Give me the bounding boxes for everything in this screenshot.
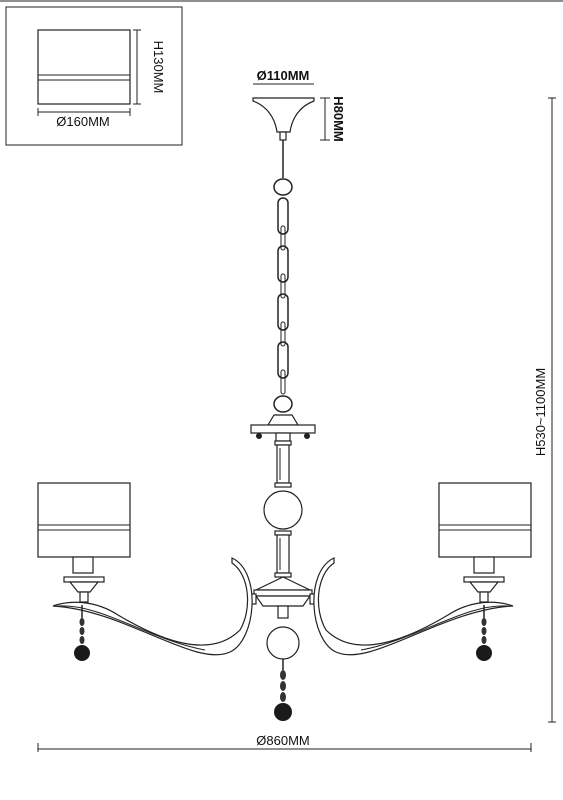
left-crystal-ball: [74, 645, 90, 661]
chain-link-6: [280, 321, 286, 347]
ceiling-canopy: Ø110MM H80MM: [252, 68, 346, 142]
right-crystal-ball: [476, 645, 492, 661]
overall-height-dimension: H530~1100MM: [533, 97, 556, 723]
shade-detail-inset: H130MM Ø160MM: [5, 6, 183, 146]
canopy-diameter-label: Ø110MM: [257, 68, 310, 83]
right-arm: [313, 482, 532, 661]
top-plate-screw-left: [256, 433, 262, 439]
inset-height-label: H130MM: [151, 41, 166, 94]
central-stem: [249, 414, 317, 721]
inset-diameter-label: Ø160MM: [56, 114, 109, 129]
center-pendant-bead-2: [280, 681, 286, 691]
right-pendant-bead-3: [481, 636, 487, 644]
right-pendant-bead-2: [481, 627, 487, 635]
hub-top: [255, 576, 311, 591]
left-bobeche: [63, 576, 105, 583]
right-lampshade: [438, 482, 532, 558]
canopy-stem: [279, 131, 287, 141]
chain-link-4: [280, 273, 286, 299]
left-socket: [72, 556, 94, 574]
upper-tube-collar-bottom: [274, 482, 292, 488]
left-pendant-bead-2: [79, 627, 85, 635]
left-arm-inner-line: [57, 605, 206, 651]
left-arm-joint: [79, 591, 89, 603]
center-crystal-ball: [274, 703, 292, 721]
upper-glass-sphere: [263, 490, 303, 530]
top-plate-screw-right: [304, 433, 310, 439]
left-pendant-bead-1: [79, 618, 85, 626]
right-bobeche: [463, 576, 505, 583]
upper-tube: [276, 444, 290, 484]
top-plate: [250, 424, 316, 434]
overall-height-label: H530~1100MM: [533, 368, 548, 456]
right-arm-joint: [479, 591, 489, 603]
center-pendant-bead-1: [280, 670, 286, 680]
overall-diameter-dimension: Ø860MM: [37, 733, 532, 752]
overall-diameter-label: Ø860MM: [256, 733, 309, 748]
chain-link-1: [277, 197, 289, 235]
canopy-body: [252, 97, 315, 133]
right-arm-curve: [313, 557, 514, 656]
top-collar: [275, 432, 291, 442]
lower-tube: [276, 534, 290, 574]
chain-ring-top: [273, 178, 293, 196]
right-cup: [468, 581, 500, 593]
chain-link-7: [277, 341, 289, 379]
left-pendant-bead-3: [79, 636, 85, 644]
right-socket: [473, 556, 495, 574]
left-arm: [37, 482, 253, 661]
right-pendant-bead-1: [481, 618, 487, 626]
right-arm-inner-line: [360, 605, 509, 651]
chain-link-5: [277, 293, 289, 331]
hub-ring: [253, 589, 313, 597]
chain-link-8: [280, 369, 286, 395]
left-arm-curve: [52, 557, 253, 656]
hub-base: [254, 595, 312, 607]
center-pendant-bead-3: [280, 692, 286, 702]
hub-lower-collar: [277, 605, 289, 619]
suspension-chain: [273, 140, 293, 413]
left-lampshade: [37, 482, 131, 558]
upper-tube-collar-top: [274, 440, 292, 446]
chain-ring-bottom: [273, 395, 293, 413]
chain-link-2: [280, 225, 286, 251]
lower-glass-sphere: [266, 626, 300, 660]
chain-link-3: [277, 245, 289, 283]
left-cup: [68, 581, 100, 593]
inset-frame: [5, 6, 183, 146]
inset-shade: [37, 29, 131, 105]
stem-cap: [266, 414, 300, 426]
canopy-height-label: H80MM: [331, 96, 346, 142]
